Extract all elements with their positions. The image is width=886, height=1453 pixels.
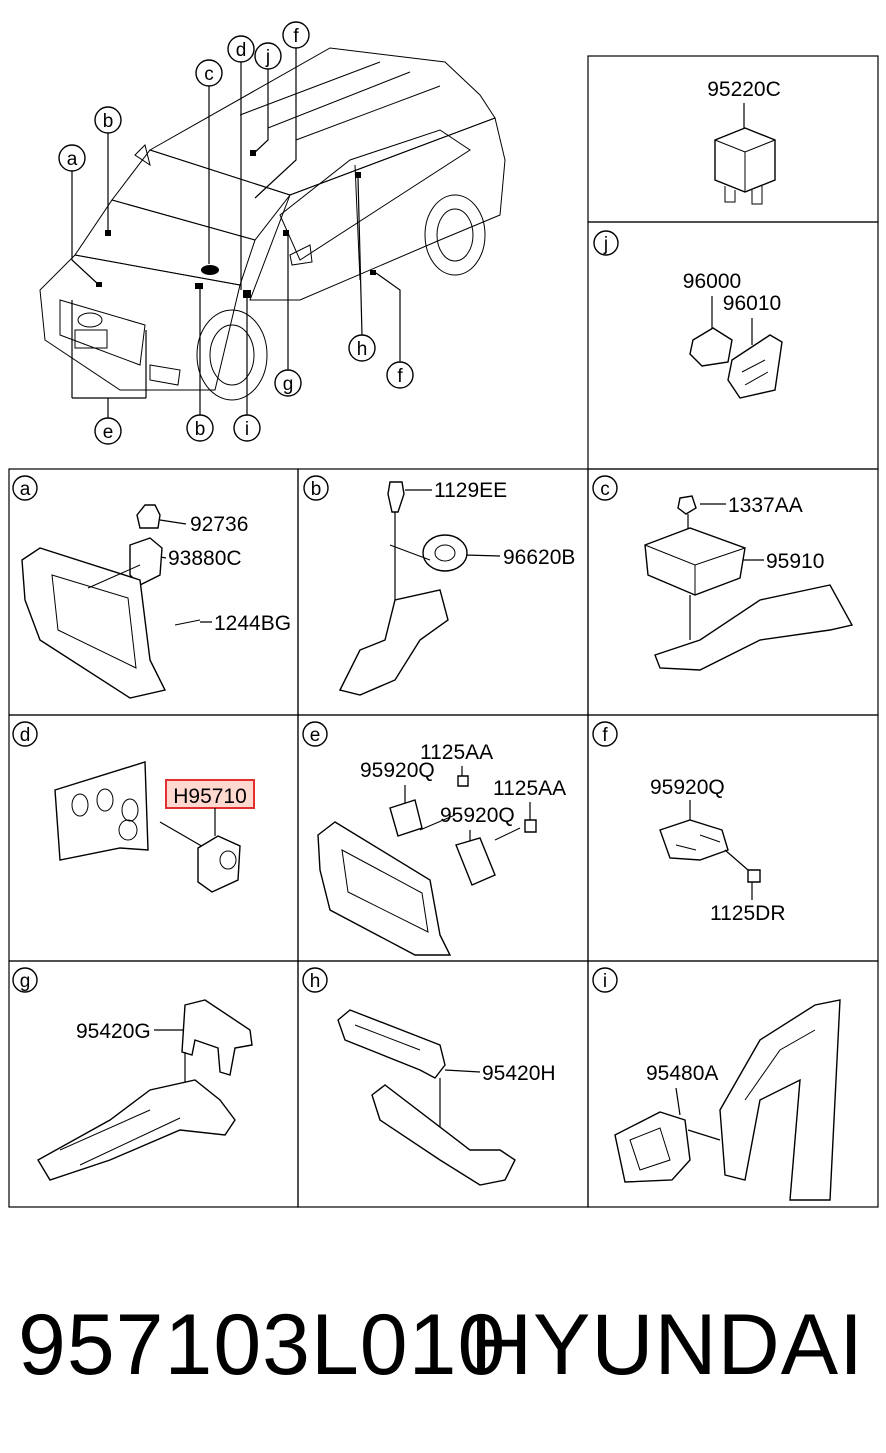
part-label-1244BG: 1244BG	[214, 612, 291, 635]
part-label-95920Q-1: 95920Q	[360, 759, 435, 782]
svg-text:f: f	[293, 26, 299, 47]
svg-text:i: i	[603, 971, 607, 992]
panel-f: f 95920Q 1125DR	[592, 721, 786, 925]
part-label-96620B: 96620B	[503, 546, 575, 569]
part-label-1125DR: 1125DR	[710, 902, 786, 925]
svg-text:f: f	[602, 725, 608, 746]
svg-text:g: g	[283, 374, 294, 395]
svg-text:d: d	[236, 40, 247, 61]
svg-text:a: a	[20, 479, 31, 500]
panel-grid	[8, 55, 879, 1208]
part-label-95420H: 95420H	[482, 1062, 556, 1085]
svg-text:f: f	[397, 366, 403, 387]
svg-text:c: c	[204, 64, 214, 85]
callout-i: i	[233, 298, 261, 442]
highlight-box	[165, 779, 255, 809]
svg-text:c: c	[600, 479, 610, 500]
footer: 957103L010 HYUNDAI	[0, 1290, 886, 1410]
part-label-H95710: H95710	[173, 785, 247, 808]
part-label-96010: 96010	[723, 292, 781, 315]
overview-callouts: a b c d j f h	[58, 21, 414, 445]
callout-g: g	[274, 236, 302, 397]
svg-text:h: h	[357, 339, 368, 360]
svg-text:h: h	[310, 971, 321, 992]
callout-b-bottom: b	[186, 289, 214, 442]
svg-text:b: b	[311, 479, 322, 500]
part-label-95220C: 95220C	[707, 78, 781, 101]
callout-f-bottom: f	[375, 272, 414, 389]
part-label-95480A: 95480A	[646, 1062, 718, 1085]
part-number: 957103L010	[18, 1297, 507, 1393]
part-label-96000: 96000	[683, 270, 741, 293]
panel-j: j 96000 96010	[593, 230, 783, 399]
callout-j: j	[251, 42, 282, 156]
parts-diagram: a b c d j f h	[8, 21, 879, 1208]
part-label-1129EE: 1129EE	[434, 479, 507, 502]
panel-a: a 92736 93880C 1244BG	[12, 475, 291, 699]
callout-f-top: f	[254, 21, 310, 199]
panel-95220C: 95220C	[707, 78, 781, 205]
panel-e: e 1125AA 95920Q 1125AA 95920Q	[302, 721, 566, 956]
svg-text:j: j	[603, 234, 608, 255]
panel-g: g 95420G	[12, 967, 253, 1181]
callout-h: h	[348, 177, 376, 362]
part-label-95920Q-f: 95920Q	[650, 776, 725, 799]
svg-text:e: e	[103, 422, 114, 443]
callout-a: a	[58, 144, 100, 286]
callout-c: c	[195, 59, 223, 264]
part-label-1125AA-1: 1125AA	[420, 741, 493, 764]
callout-b-top: b	[94, 106, 122, 232]
part-label-92736: 92736	[190, 513, 248, 536]
panel-c: c 1337AA 95910	[592, 475, 854, 671]
part-label-95910: 95910	[766, 550, 824, 573]
panel-b: b 1129EE 96620B	[303, 475, 575, 696]
panel-i: i 95480A	[592, 967, 841, 1201]
svg-text:b: b	[195, 419, 206, 440]
part-label-1337AA: 1337AA	[728, 494, 803, 517]
svg-text:i: i	[245, 419, 249, 440]
brand-name: HYUNDAI	[469, 1297, 864, 1393]
panel-d: d H95710	[12, 721, 255, 893]
callout-d: d	[227, 35, 255, 290]
svg-text:a: a	[67, 149, 78, 170]
part-label-95420G: 95420G	[76, 1020, 151, 1043]
part-label-95920Q-2: 95920Q	[440, 804, 515, 827]
callout-e: e	[71, 300, 147, 445]
svg-text:j: j	[265, 47, 270, 68]
svg-text:b: b	[103, 111, 114, 132]
svg-text:d: d	[20, 725, 31, 746]
svg-text:g: g	[20, 971, 31, 992]
part-label-1125AA-2: 1125AA	[493, 777, 566, 800]
vehicle-overview	[39, 47, 506, 401]
svg-text:e: e	[310, 725, 321, 746]
part-label-93880C: 93880C	[168, 547, 242, 570]
panel-h: h 95420H	[302, 967, 556, 1186]
